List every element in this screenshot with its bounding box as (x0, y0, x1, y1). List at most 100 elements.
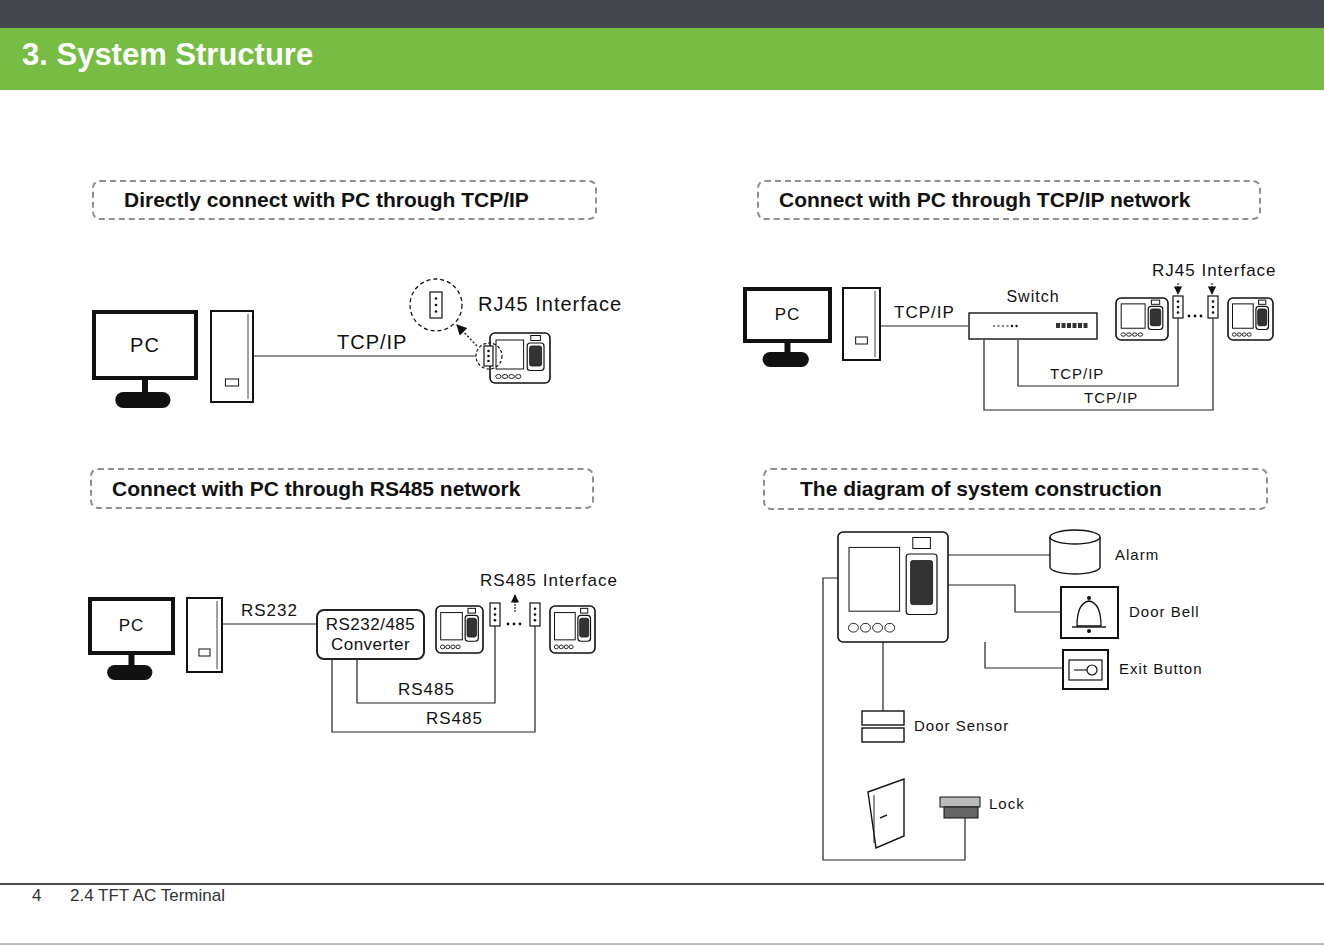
bell-base (1072, 626, 1106, 627)
section-heading: Directly connect with PC through TCP/IP (92, 180, 597, 220)
section-heading: The diagram of system construction (763, 468, 1268, 510)
port-pin (435, 310, 438, 313)
cable-label: TCP/IP (1082, 390, 1140, 407)
exit-button-box (1063, 650, 1108, 689)
pc-tower (187, 598, 222, 672)
terminal-key (885, 623, 895, 632)
monitor-neck (785, 343, 791, 352)
terminal-key (440, 645, 444, 649)
terminal-body (550, 606, 595, 653)
monitor-base (115, 392, 170, 408)
fingerprint-housing (578, 615, 591, 641)
terminal-key (1138, 333, 1143, 336)
switch-led (993, 325, 995, 327)
fingerprint-sensor (580, 618, 589, 637)
fingerprint-housing (1256, 306, 1269, 329)
section-heading-text: Connect with PC through RS485 network (112, 477, 520, 501)
switch-port (1062, 323, 1066, 328)
bell-knob (1087, 596, 1091, 600)
cable-label: RS485 (424, 710, 485, 729)
converter-label: RS232/485 Converter (323, 615, 418, 654)
interface-label: RS485 Interface (478, 572, 620, 591)
port-pin (487, 350, 490, 353)
door-edge (874, 795, 875, 843)
terminal-screen (1121, 304, 1145, 328)
terminal-key (559, 645, 563, 649)
wire (948, 585, 1061, 612)
section-heading-text: Directly connect with PC through TCP/IP (124, 188, 529, 212)
pc-label: PC (743, 287, 832, 343)
terminal-key (1237, 333, 1241, 336)
switch-port (1084, 323, 1088, 328)
rj-port (430, 292, 442, 318)
terminal-body (436, 606, 483, 653)
tower-drive (856, 337, 868, 344)
cable-label: RS485 (396, 681, 457, 700)
monitor-neck (129, 655, 135, 665)
terminal-key (496, 375, 501, 379)
terminal-icon (1151, 300, 1159, 304)
edge-label: RS232 (239, 602, 300, 621)
connector-line (223, 623, 316, 624)
monitor-base (763, 352, 809, 367)
terminal-key (509, 375, 514, 379)
zoom-circle (410, 279, 462, 331)
fingerprint-sensor (467, 618, 476, 637)
fingerprint-housing (906, 554, 937, 615)
fingerprint-sensor (1150, 309, 1160, 326)
device-label: Lock (987, 796, 1027, 813)
door-bell-box (1061, 587, 1118, 638)
switch-port (1078, 323, 1082, 328)
terminal-screen (1233, 304, 1254, 328)
switch-led (1002, 325, 1004, 327)
terminal-key (569, 645, 573, 649)
port-pin (494, 607, 497, 610)
fingerprint-sensor (1258, 309, 1267, 326)
port-pin (494, 613, 497, 616)
page-number: 4 (30, 887, 43, 906)
tower-drive (225, 379, 238, 386)
terminal-key (1132, 333, 1137, 336)
switch-port (1067, 323, 1071, 328)
port-pin (1212, 306, 1215, 309)
zoom-leader (457, 325, 477, 346)
pc-drawing (92, 310, 254, 408)
pc-tower (211, 311, 253, 402)
pc-drawing (743, 287, 881, 367)
port-pin (1177, 300, 1180, 303)
terminal-body (1228, 298, 1273, 340)
page-title: 3. System Structure (22, 37, 313, 73)
terminal-key (564, 645, 568, 649)
device-label: Exit Button (1117, 661, 1205, 678)
terminal-icon (468, 608, 476, 613)
port-pin (1177, 311, 1180, 314)
terminal-key (502, 375, 507, 379)
port-pin (494, 619, 497, 622)
terminal-key (456, 645, 460, 649)
terminal-icon (581, 608, 588, 613)
bell-symbol (1077, 601, 1101, 626)
switch-port (1056, 323, 1060, 328)
pc-drawing (88, 597, 223, 680)
lock-plate (940, 797, 980, 807)
rj-port (1173, 296, 1183, 318)
ellipsis-dot (1188, 315, 1191, 318)
port-pin (487, 355, 490, 358)
terminal-screen (555, 613, 576, 640)
fingerprint-sensor (530, 346, 542, 366)
footer-rule (0, 883, 1324, 884)
port-pin (1212, 300, 1215, 303)
network-cable (254, 355, 476, 356)
network-switch: Switch (968, 288, 1098, 340)
terminal-key (873, 623, 883, 632)
tower-drive (199, 649, 210, 656)
rj-port (1208, 296, 1218, 318)
section-heading-text: Connect with PC through TCP/IP network (779, 188, 1190, 212)
pc-computer: PC (743, 287, 881, 367)
connector-line (881, 325, 968, 326)
interface-leader (514, 595, 515, 612)
bell-clapper (1087, 629, 1091, 633)
ellipsis-dot (507, 623, 510, 626)
terminal-body (838, 532, 948, 642)
